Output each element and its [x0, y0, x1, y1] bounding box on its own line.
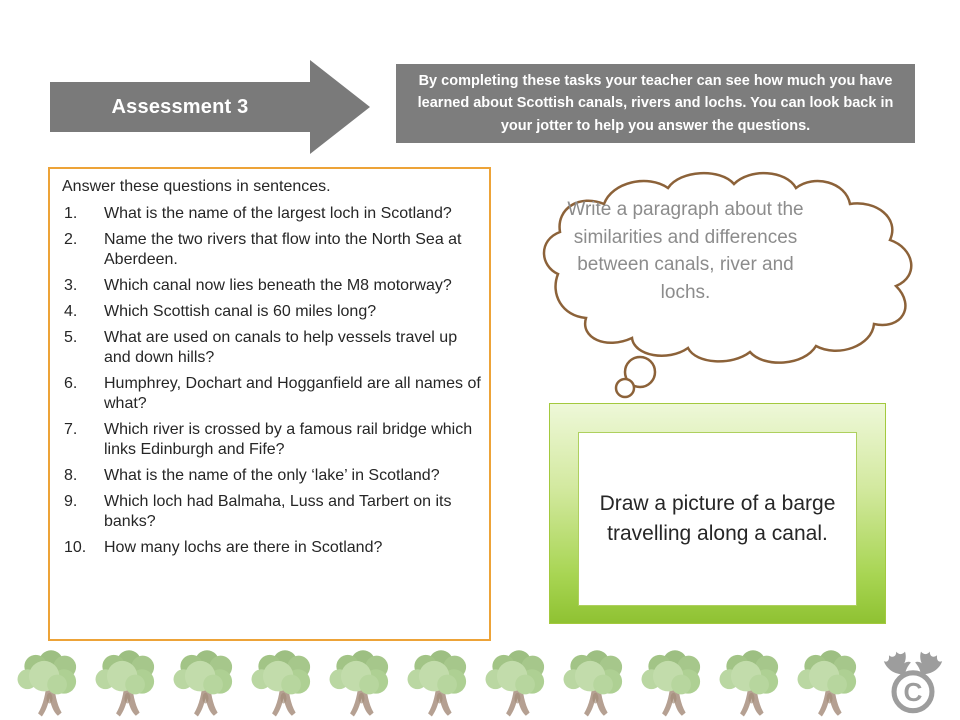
tree-icon [90, 648, 168, 718]
svg-text:C: C [904, 677, 923, 707]
question-item: Which canal now lies beneath the M8 moto… [64, 276, 452, 296]
tree-icon [402, 648, 480, 718]
assessment-arrow: Assessment 3 [50, 60, 370, 154]
question-item: What is the name of the only ‘lake’ in S… [64, 466, 440, 486]
thought-cloud-icon [542, 171, 913, 399]
question-item: How many lochs are there in Scotland? [64, 538, 383, 558]
moose-copyright-logo-icon: C [883, 651, 943, 714]
arrow-right-icon [50, 60, 370, 154]
tree-icon [714, 648, 792, 718]
question-item: Which Scottish canal is 60 miles long? [64, 302, 377, 322]
bottom-decoration-row: C [12, 646, 950, 718]
info-banner: By completing these tasks your teacher c… [396, 64, 915, 143]
draw-task-text: Draw a picture of a barge travelling alo… [599, 491, 836, 545]
questions-box: Answer these questions in sentences. Wha… [48, 167, 491, 641]
question-item: What is the name of the largest loch in … [64, 204, 452, 224]
tree-icon [246, 648, 324, 718]
question-item: Which river is crossed by a famous rail … [64, 420, 473, 458]
tree-icon [168, 648, 246, 718]
info-banner-text: By completing these tasks your teacher c… [417, 72, 894, 134]
question-item: Name the two rivers that flow into the N… [64, 230, 462, 268]
thought-bubble: Write a paragraph about the similarities… [528, 166, 940, 408]
questions-intro: Answer these questions in sentences. [62, 178, 331, 195]
questions-list: What is the name of the largest loch in … [62, 204, 481, 558]
question-item: Humphrey, Dochart and Hogganfield are al… [64, 374, 481, 412]
tree-icon [324, 648, 402, 718]
draw-task-box: Draw a picture of a barge travelling alo… [549, 403, 886, 624]
thought-bubble-text: Write a paragraph about the similarities… [567, 199, 804, 303]
question-item: Which loch had Balmaha, Luss and Tarbert… [64, 492, 452, 530]
tree-icon [558, 648, 636, 718]
draw-task-inner-box: Draw a picture of a barge travelling alo… [578, 432, 857, 606]
tree-icon [636, 648, 714, 718]
tree-icon [12, 648, 90, 718]
assessment-title: Assessment 3 [111, 95, 249, 118]
question-item: What are used on canals to help vessels … [64, 328, 458, 366]
tree-icon [480, 648, 558, 718]
tree-icon [792, 648, 870, 718]
